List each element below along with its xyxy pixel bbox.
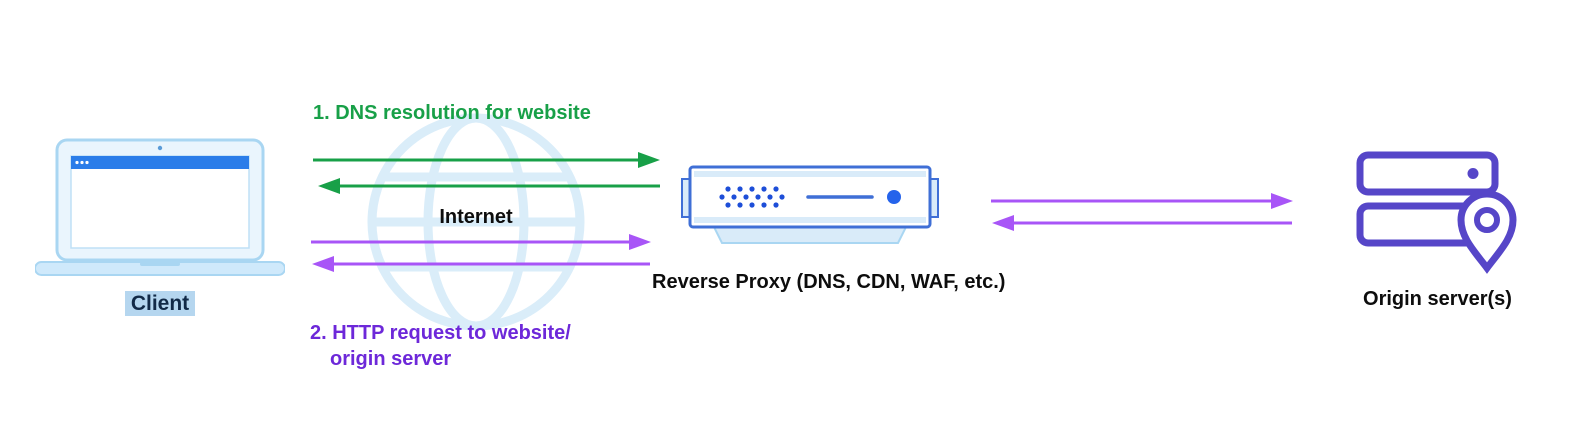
client-laptop-icon xyxy=(35,138,285,276)
internet-globe-icon xyxy=(367,113,585,331)
internet-label: Internet xyxy=(439,206,513,228)
origin-to-proxy-arrow xyxy=(992,215,1292,231)
reverse-proxy-label: Reverse Proxy (DNS, CDN, WAF, etc.) xyxy=(652,271,1006,293)
dns-step-annotation: 1. DNS resolution for website xyxy=(313,102,591,124)
origin-servers-label: Origin server(s) xyxy=(1363,288,1512,310)
http-step-annotation: 2. HTTP request to website/ origin serve… xyxy=(310,320,571,372)
client-label-text: Client xyxy=(124,291,196,316)
location-pin-icon xyxy=(1457,190,1517,274)
client-label: Client xyxy=(35,291,285,316)
http-step-line2: origin server xyxy=(330,348,452,370)
proxy-to-origin-arrow xyxy=(991,193,1293,209)
proxy-dot-grid xyxy=(719,186,785,208)
http-step-line1: 2. HTTP request to website/ xyxy=(310,322,571,344)
origin-server-icon xyxy=(1356,151,1517,274)
reverse-proxy-icon xyxy=(681,165,939,244)
